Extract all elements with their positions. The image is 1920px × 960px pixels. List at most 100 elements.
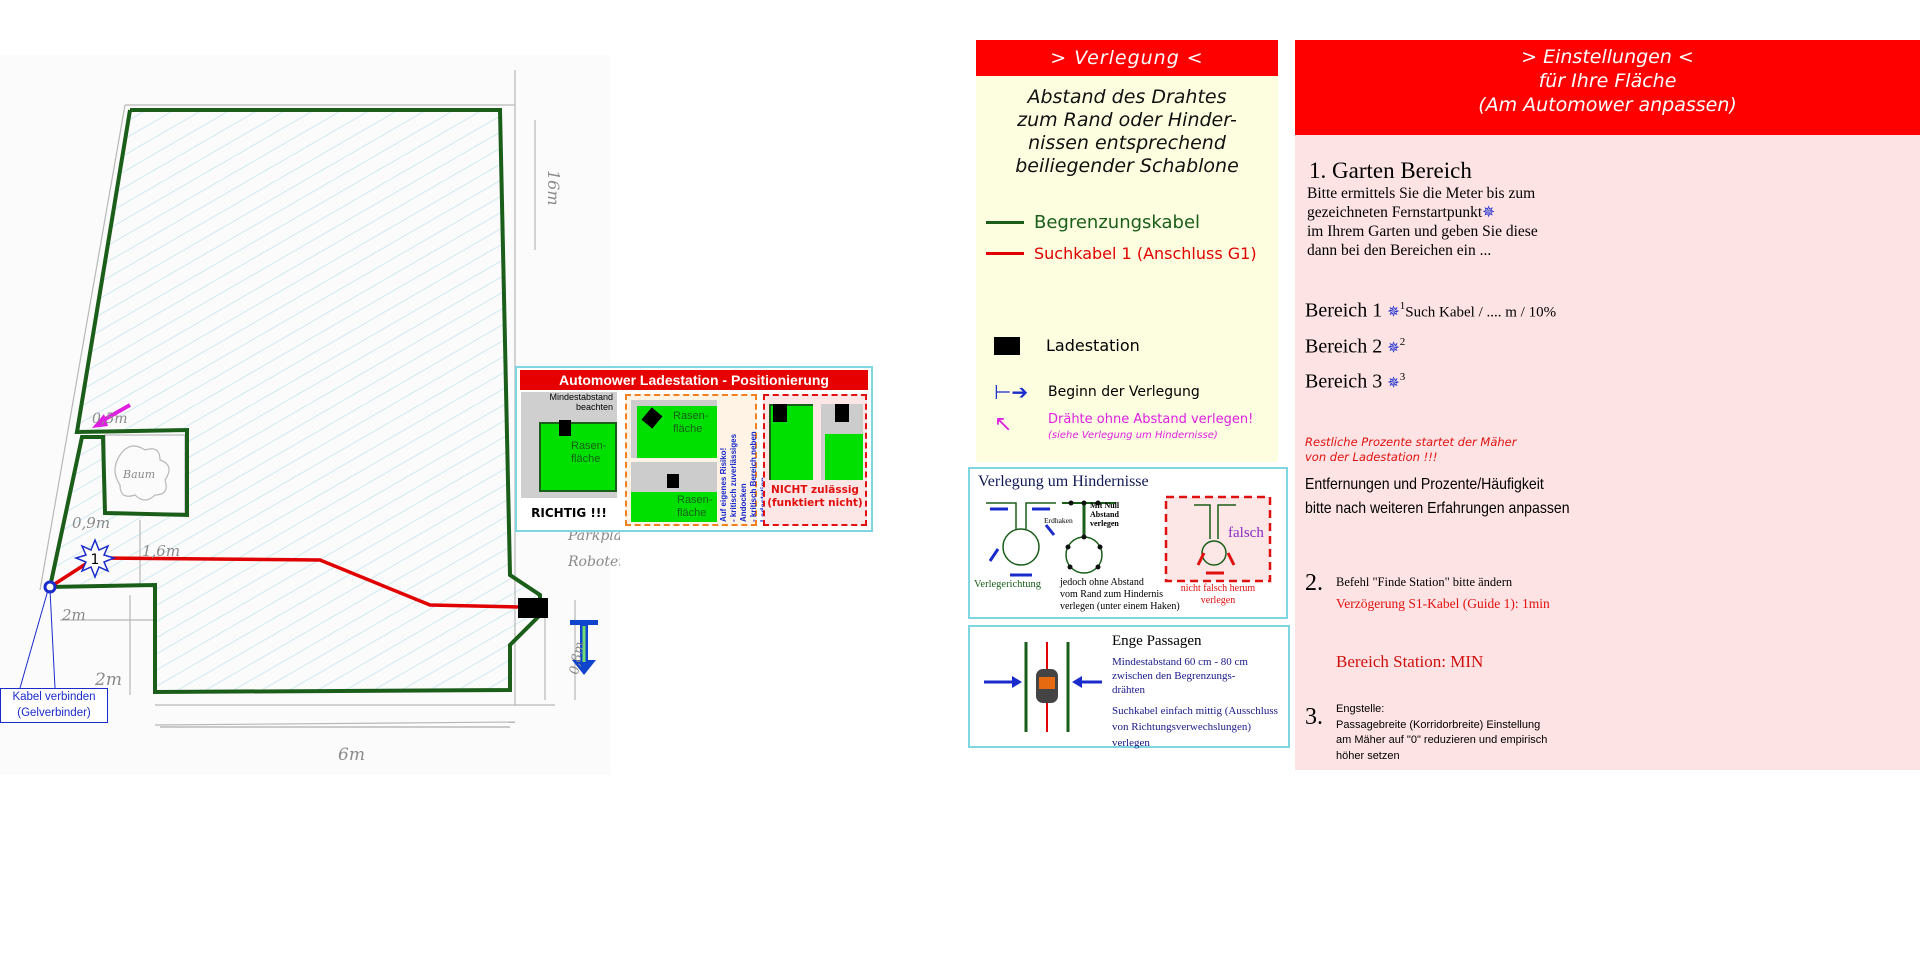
label-parking-1: Parkpla (567, 528, 620, 544)
rest-note: Restliche Prozente startet der Mäher (1305, 435, 1517, 449)
garden-sketch: 1 16m 0,5m Baum 0,9m 1,6m 2m 2m 6m Parkp… (0, 55, 620, 775)
direction-label: Verlegerichtung (974, 579, 1042, 590)
intro-line: zum Rand oder Hinder- (1017, 109, 1237, 131)
min-distance-label: beachten (575, 402, 613, 412)
charging-station-panel: Automower Ladestation - Positionierung M… (515, 366, 873, 532)
section-1-title: 1. Garten Bereich (1309, 158, 1472, 183)
star-icon: ✵ (1387, 375, 1400, 392)
rest-note: von der Ladestation !!! (1305, 450, 1438, 464)
star-icon: ✵ (1387, 304, 1400, 321)
pink-arrow-icon: ↖ (994, 412, 1013, 437)
lawn-label: fläche (677, 507, 707, 519)
label-tree: Baum (122, 468, 155, 481)
label-dist-star: 1,6m (142, 542, 180, 560)
charging-station (518, 598, 548, 618)
connector-note-line: (Gelverbinder) (17, 707, 91, 719)
area-1: Bereich 1 ✵1Such Kabel / .... m / 10% (1305, 292, 1556, 328)
narrow-line: von Richtungsverwechslungen) verlegen (1112, 721, 1251, 749)
boundary-wire (47, 108, 542, 695)
area-num: 1 (1399, 300, 1406, 312)
legend-station: Ladestation (994, 336, 1140, 355)
narrow-passages-panel: Enge Passagen Mindestabstand 60 cm - 80 … (968, 625, 1290, 749)
min-distance-label: Mindestabstand (549, 392, 613, 402)
area-note: Such Kabel / .... m / 10% (1405, 304, 1557, 321)
label-width-left: 2m (61, 606, 86, 624)
label-station-gap: 0,8m (567, 641, 588, 676)
charging-station-title: Automower Ladestation - Positionierung (520, 370, 868, 390)
not-allowed-example: NICHT zulässig(funktiert nicht) (763, 394, 867, 526)
red-line-icon (986, 252, 1024, 255)
guide-wire (49, 556, 521, 609)
narrow-line: Suchkabel einfach mittig (Ausschluss (1112, 705, 1278, 717)
legend-guide: Suchkabel 1 (Anschluss G1) (986, 244, 1257, 263)
intro-line: nissen entsprechend (1028, 132, 1226, 154)
area-label: Bereich 3 (1305, 370, 1383, 393)
narrow-title: Enge Passagen (1112, 633, 1202, 649)
label-16m: 16m (544, 170, 563, 206)
lawn-label: fläche (571, 453, 601, 465)
connector-note: Kabel verbinden (Gelverbinder) (0, 688, 108, 723)
section-3-line: höher setzen (1336, 749, 1400, 762)
lawn-label: fläche (673, 423, 703, 435)
lawn-label: Rasen- (673, 410, 709, 422)
section-1-line: Bitte ermittels Sie die Meter bis zum (1307, 185, 1536, 202)
star-icon: ✵ (1482, 204, 1496, 221)
legend-start: ⊢➔ Beginn der Verlegung (994, 380, 1200, 404)
station-setting: Bereich Station: MIN (1336, 652, 1484, 671)
obstacles-diagram (986, 495, 1272, 583)
section-3-line: Passagebreite (Korridorbreite) Einstellu… (1336, 718, 1541, 731)
settings-title: > Einstellungen < (1521, 46, 1694, 68)
zero-label: verlegen (1090, 519, 1119, 528)
legend-sub: (siehe Verlegung um Hindernisse) (1048, 430, 1218, 441)
start-marker-icon (570, 620, 598, 675)
narrow-passage-icon (984, 642, 1102, 732)
legend-label: Suchkabel 1 (Anschluss G1) (1034, 244, 1257, 263)
not-allowed-label: NICHT zulässig (771, 484, 859, 496)
narrow-line: Mindestabstand 60 cm - 80 cm (1112, 656, 1248, 668)
risk-line: - kritisch zuverlässiges Andocken (729, 433, 748, 522)
wrong-note: verlegen (1200, 595, 1236, 606)
narrow-line: drähten (1112, 684, 1145, 696)
intro-line: Abstand des Drahtes (1027, 86, 1227, 108)
note-line: jedoch ohne Abstand (1060, 577, 1144, 588)
section-1-line: im Ihrem Garten und geben Sie diese (1307, 223, 1538, 240)
label-gap-side: 0,9m (72, 514, 110, 532)
pink-arrow-icon (92, 403, 131, 428)
legend-boundary: Begrenzungskabel (986, 212, 1200, 233)
section-3-line: am Mäher auf "0" reduzieren und empirisc… (1336, 734, 1548, 746)
intro-line: beiliegender Schablone (1015, 155, 1239, 177)
wrong-label: falsch (1228, 525, 1264, 541)
lawn-label: Rasen- (677, 494, 713, 506)
installation-title: > Verlegung < (976, 40, 1278, 76)
section-2-number: 2. (1305, 570, 1323, 596)
area-2: Bereich 2 ✵2 (1305, 328, 1556, 364)
label-gap-top: 0,5m (92, 411, 128, 427)
area-label: Bereich 2 (1305, 335, 1383, 358)
start-arrow-icon: ⊢➔ (994, 380, 1029, 404)
wrong-note: nicht falsch herum (1180, 583, 1256, 594)
legend-label: Beginn der Verlegung (1048, 384, 1200, 400)
connector-note-line: Kabel verbinden (12, 691, 96, 703)
settings-title: für Ihre Fläche (1538, 70, 1677, 92)
hook-label: Erdhaken (1044, 516, 1073, 525)
legend-label: Ladestation (1046, 336, 1140, 355)
legend-no-gap: ↖ Drähte ohne Abstand verlegen! (siehe Ver… (994, 412, 1253, 442)
section-3-number: 3. (1305, 704, 1323, 730)
risk-line: Auf eigenes Risiko! (719, 447, 728, 522)
section-2-red: Verzögerung S1-Kabel (Guide 1): 1min (1336, 596, 1550, 611)
area-num: 3 (1399, 371, 1406, 384)
area-num: 2 (1399, 335, 1406, 348)
lawn-label: Rasen- (571, 440, 607, 452)
not-allowed-label: (funktiert nicht) (767, 497, 863, 509)
star-number: 1 (91, 552, 100, 568)
note-line: verlegen (unter einem Haken) (1060, 601, 1180, 612)
legend-label: Drähte ohne Abstand verlegen! (1048, 412, 1254, 427)
station-icon (994, 336, 1020, 355)
zero-label: Mit Null (1090, 501, 1120, 510)
settings-title: (Am Automower anpassen) (1478, 94, 1737, 116)
risky-example: Rasen-fläche Rasen-fläche Auf eigenes Ri… (625, 394, 768, 526)
adjust-note: bitte nach weiteren Erfahrungen anpassen (1305, 500, 1570, 517)
